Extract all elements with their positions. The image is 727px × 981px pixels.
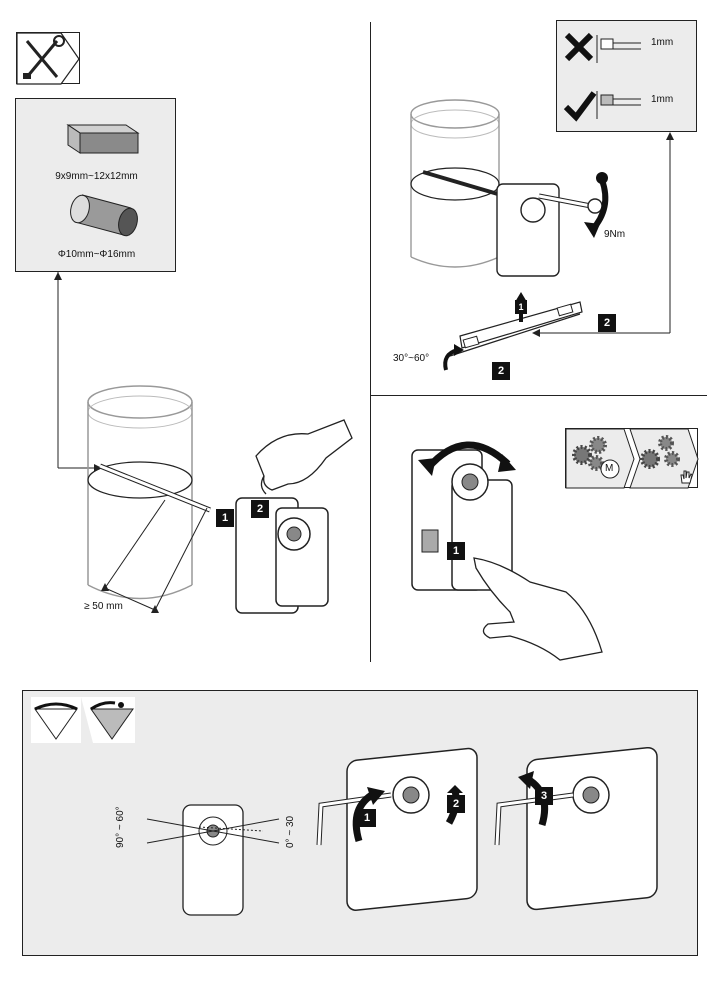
tolerance-connector-line — [532, 132, 674, 337]
bracket-step-2-badge: 2 — [598, 314, 616, 332]
manual-rotate-arrow-icon — [418, 441, 516, 476]
bad-fit-gap-label: 1mm — [651, 37, 674, 48]
motor-manual-panel: M — [565, 428, 699, 489]
motor-symbol-label: M — [605, 463, 614, 474]
distance-dimension — [101, 499, 208, 613]
actuator-mounting — [235, 497, 329, 614]
bad-fit-cross-icon — [564, 32, 594, 62]
torque-arrow-icon — [584, 172, 609, 238]
bracket-step-1-badge: 1 — [515, 300, 527, 314]
limit-setting-panel: 90° ~ 60° 0° ~ 30 1 2 3 — [22, 690, 698, 956]
mounting-bracket-icon — [449, 301, 583, 357]
motor-gears-icon — [565, 428, 699, 489]
duct-bracket-illustration — [410, 99, 560, 277]
square-shaft-label: 9x9mm~12x12mm — [55, 171, 138, 182]
limit-step-2-badge: 2 — [447, 795, 465, 813]
angle-range-label: 30°~60° — [393, 353, 430, 364]
pointing-hand-illustration — [473, 557, 603, 661]
tolerance-panel: 1mm 1mm — [556, 20, 697, 132]
round-shaft-label: Φ10mm~Φ16mm — [57, 249, 136, 260]
limit-step-3-badge: 3 — [535, 787, 553, 805]
round-shaft-icon — [70, 194, 138, 237]
distance-label: ≥ 50 mm — [84, 601, 123, 612]
left-angle-label: 90° ~ 60° — [115, 806, 126, 848]
square-shaft-icon — [66, 124, 140, 154]
shaft-size-panel: 9x9mm~12x12mm Φ10mm~Φ16mm — [15, 98, 176, 272]
bracket-step-2b-badge: 2 — [492, 362, 510, 380]
torque-label: 9Nm — [604, 229, 626, 240]
rotate-angle-arrow-icon — [443, 344, 464, 371]
limit-actuator-step1 — [316, 747, 478, 911]
wrench-icon — [538, 193, 603, 214]
tools-icon — [16, 32, 80, 85]
mount-step-1-badge: 1 — [216, 509, 234, 527]
tools-icon-frame — [16, 32, 80, 85]
angle-limit-icons — [31, 697, 135, 743]
mount-step-2-badge: 2 — [251, 500, 269, 518]
limit-actuator-front — [146, 804, 280, 916]
limit-step-1-badge: 1 — [358, 809, 376, 827]
center-divider — [370, 22, 371, 662]
hand-top-illustration — [255, 419, 353, 495]
good-fit-check-icon — [563, 91, 597, 122]
duct-illustration — [87, 385, 211, 600]
manual-step-1-badge: 1 — [447, 542, 465, 560]
limit-actuator-step3 — [494, 746, 658, 911]
good-fit-gap-label: 1mm — [651, 94, 674, 105]
right-angle-label: 0° ~ 30 — [285, 815, 296, 848]
good-fit-bracket-icon — [596, 91, 641, 119]
hand-manual-icon — [680, 470, 693, 484]
bad-fit-bracket-icon — [596, 35, 641, 63]
right-divider — [370, 395, 707, 396]
